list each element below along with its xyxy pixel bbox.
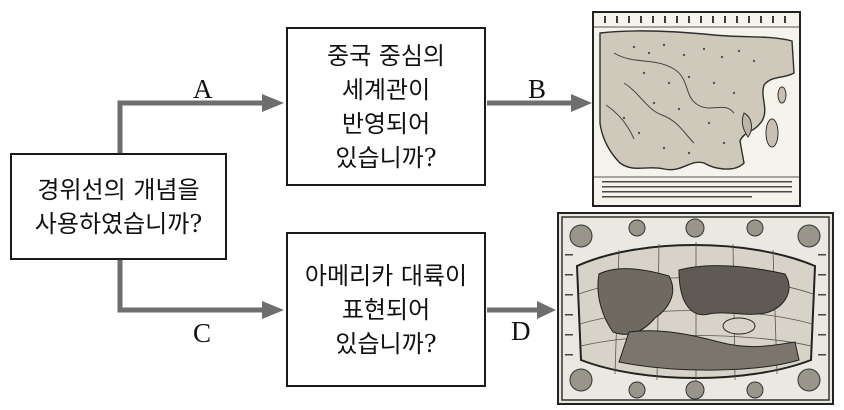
arrow-c-head bbox=[262, 301, 284, 319]
question-box-top: 중국 중심의 세계관이 반영되어 있습니까? bbox=[286, 27, 486, 186]
question-box-bottom: 아메리카 대륙이 표현되어 있습니까? bbox=[286, 232, 486, 387]
start-box: 경위선의 개념을 사용하였습니까? bbox=[10, 153, 227, 260]
arrow-d-head bbox=[537, 301, 556, 319]
east-asian-map-drawing bbox=[594, 13, 799, 205]
east-asian-map-image bbox=[592, 11, 801, 207]
arrow-b-head bbox=[571, 94, 592, 112]
label-b: B bbox=[528, 74, 547, 104]
label-d: D bbox=[511, 316, 531, 346]
label-c: C bbox=[193, 318, 212, 348]
arrow-a-head bbox=[262, 94, 284, 112]
ptolemaic-map-image bbox=[557, 212, 834, 405]
ptolemaic-map-drawing bbox=[559, 214, 832, 403]
label-a: A bbox=[193, 74, 213, 104]
